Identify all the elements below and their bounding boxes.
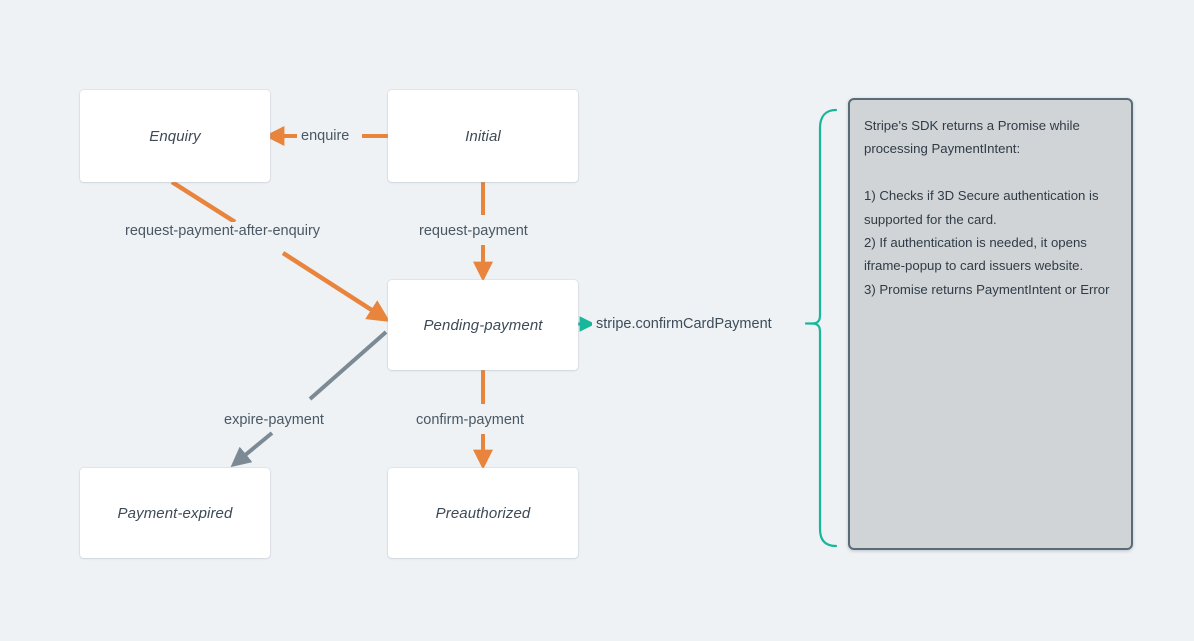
transition-label-request-payment: request-payment <box>415 222 532 240</box>
state-node-enquiry[interactable]: Enquiry <box>80 90 270 182</box>
note-brace <box>804 108 838 548</box>
state-label-payment-expired: Payment-expired <box>117 504 233 522</box>
state-node-preauthorized[interactable]: Preauthorized <box>388 468 578 558</box>
edge-request-payment-after-enquiry <box>170 180 391 322</box>
note-text: Stripe's SDK returns a Promise while pro… <box>864 118 1110 297</box>
transition-label-enquire: enquire <box>297 127 354 145</box>
state-label-enquiry: Enquiry <box>149 127 201 145</box>
transition-label-request-payment-after-enquiry: request-payment-after-enquiry <box>121 222 325 240</box>
state-label-initial: Initial <box>465 127 501 145</box>
state-node-payment-expired[interactable]: Payment-expired <box>80 468 270 558</box>
edge-expire-payment <box>230 330 388 468</box>
callout-label-stripe-confirm-card-payment: stripe.confirmCardPayment <box>592 315 776 333</box>
note-box: Stripe's SDK returns a Promise while pro… <box>848 98 1133 550</box>
state-node-initial[interactable]: Initial <box>388 90 578 182</box>
transition-label-expire-payment: expire-payment <box>220 411 328 429</box>
state-node-pending-payment[interactable]: Pending-payment <box>388 280 578 370</box>
state-label-pending-payment: Pending-payment <box>423 316 543 334</box>
transition-label-confirm-payment: confirm-payment <box>412 411 528 429</box>
state-label-preauthorized: Preauthorized <box>435 504 531 522</box>
